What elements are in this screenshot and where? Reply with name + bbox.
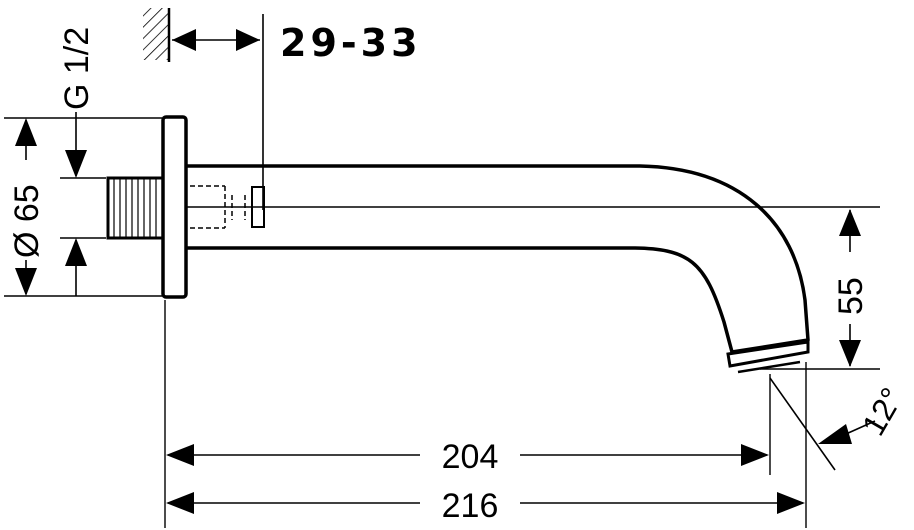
threaded-connector [106,176,165,240]
overall-length-label: 216 [442,487,499,525]
thread-label: G 1/2 [58,27,96,110]
wall-projection-label: 29-33 [280,21,422,65]
length-extension-lines [164,300,807,528]
wall-projection-dimension [172,14,264,210]
angle-label: 12° [855,382,910,442]
thread-dimension [65,112,87,296]
angle-indicator [769,377,876,471]
inner-length-label: 204 [442,438,499,476]
wall-hatch [143,8,171,62]
spout-body [186,164,810,374]
flange-diameter-label: Ø 65 [8,184,46,258]
flange-plate [161,115,188,299]
height-dimension-label: 55 [832,277,870,315]
flange-extension-lines [4,117,162,297]
